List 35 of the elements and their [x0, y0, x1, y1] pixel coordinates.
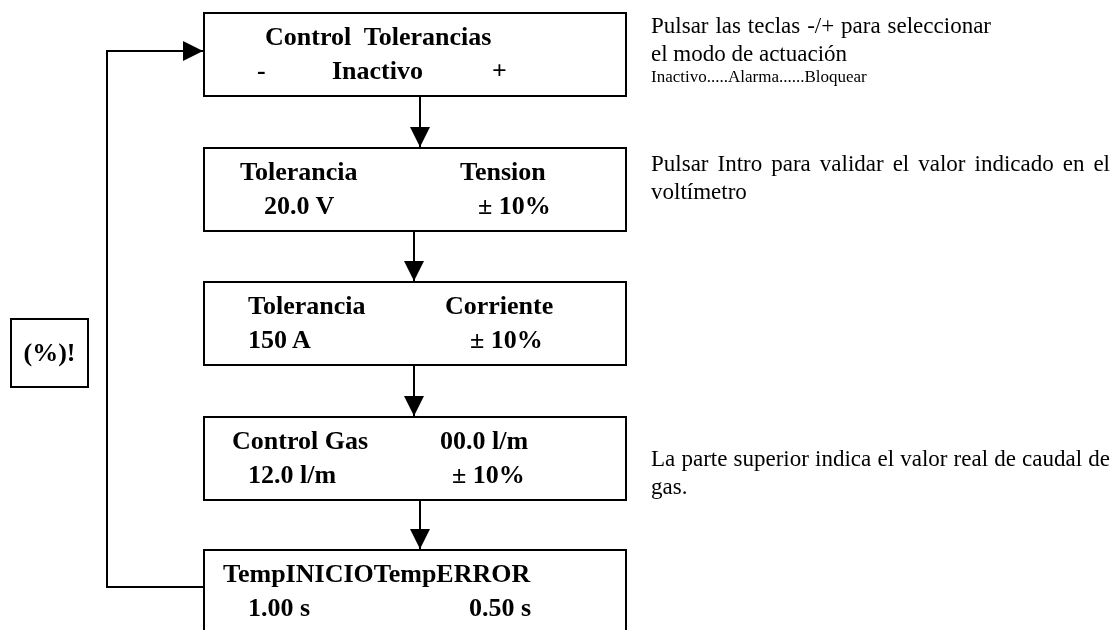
- arrow: [410, 96, 430, 148]
- display-box: [203, 12, 627, 97]
- display-text: 20.0 V: [264, 191, 335, 221]
- display-box: [203, 281, 627, 366]
- display-text: Corriente: [445, 291, 554, 321]
- display-text: TempINICIOTempERROR: [223, 559, 531, 589]
- display-text: Tolerancia: [240, 157, 358, 187]
- indicator-box: [10, 318, 89, 388]
- arrow: [404, 365, 424, 417]
- display-text: ± 10%: [470, 325, 543, 355]
- display-text: Control Tolerancias: [265, 22, 492, 52]
- display-text: ± 10%: [452, 460, 525, 490]
- display-text: Control Gas: [232, 426, 369, 456]
- display-text: 00.0 l/m: [440, 426, 529, 456]
- display-text: 0.50 s: [469, 593, 532, 623]
- display-text: (%)!: [22, 338, 77, 368]
- display-text: +: [492, 56, 507, 86]
- display-text: -: [257, 56, 266, 86]
- instruction-note: Pulsar las teclas -/+ para seleccionar el modo de actuación: [651, 12, 991, 68]
- display-text: Tension: [460, 157, 546, 187]
- display-text: 150 A: [248, 325, 311, 355]
- arrow: [404, 231, 424, 282]
- display-box: [203, 147, 627, 232]
- display-text: ± 10%: [478, 191, 551, 221]
- display-box: [203, 416, 627, 501]
- instruction-note: Inactivo.....Alarma......Bloquear: [651, 66, 868, 88]
- display-text: 1.00 s: [248, 593, 311, 623]
- display-text: 12.0 l/m: [248, 460, 337, 490]
- arrow: [106, 41, 204, 588]
- instruction-note: Pulsar Intro para validar el valor indicado en el voltímetro: [651, 150, 1110, 206]
- display-text: Inactivo: [332, 56, 423, 86]
- instruction-note: La parte superior indica el valor real de caudal de gas.: [651, 445, 1110, 501]
- display-box: [203, 549, 627, 630]
- arrow: [410, 500, 430, 550]
- display-text: Tolerancia: [248, 291, 366, 321]
